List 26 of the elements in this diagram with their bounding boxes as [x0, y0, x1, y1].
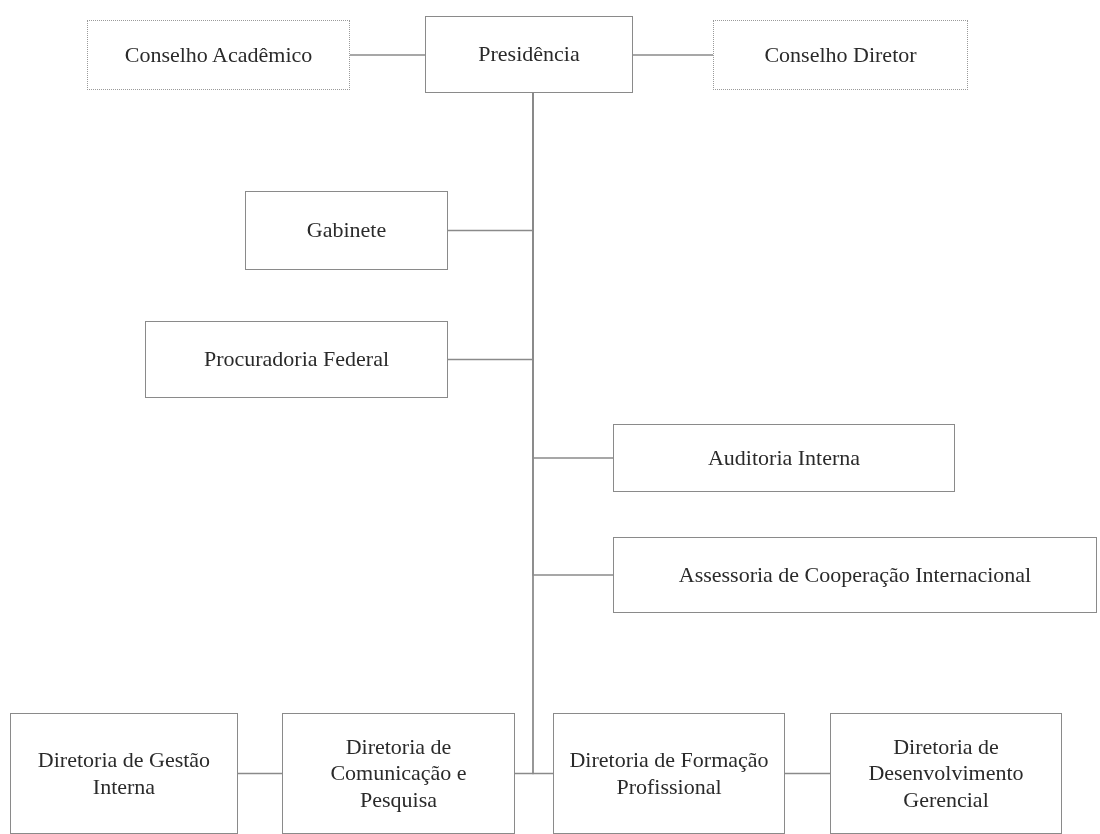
unit-name: Assessoria de Cooperação Internacional — [678, 561, 1032, 589]
org-box — [245, 191, 448, 270]
connector-line — [237, 772, 283, 775]
unit-name: Diretoria de Desenvolvimento Gerencial — [867, 733, 1025, 814]
unit-name: Conselho Diretor — [764, 41, 917, 69]
unit-name: Presidência — [478, 41, 580, 68]
unit-name: Procuradoria Federal — [203, 346, 390, 373]
connector-line — [784, 772, 831, 775]
org-box — [145, 321, 448, 398]
unit-name: Diretoria de Comunicação e Pesquisa — [329, 733, 468, 814]
connector-line — [632, 54, 714, 56]
org-box — [425, 16, 633, 93]
org-box — [282, 713, 515, 834]
org-box — [553, 713, 785, 834]
org-box — [87, 20, 350, 90]
unit-name: Gabinete — [306, 217, 387, 244]
unit-name: Conselho Acadêmico — [124, 41, 313, 69]
org-box — [10, 713, 238, 834]
unit-name: Diretoria de Gestão Interna — [36, 747, 212, 800]
org-box — [830, 713, 1062, 834]
unit-name: Diretoria de Formação Profissional — [568, 747, 770, 800]
org-box — [613, 424, 955, 492]
org-box — [713, 20, 968, 90]
connector-line — [349, 54, 426, 56]
org-box — [613, 537, 1097, 613]
unit-name: Auditoria Interna — [707, 444, 861, 472]
